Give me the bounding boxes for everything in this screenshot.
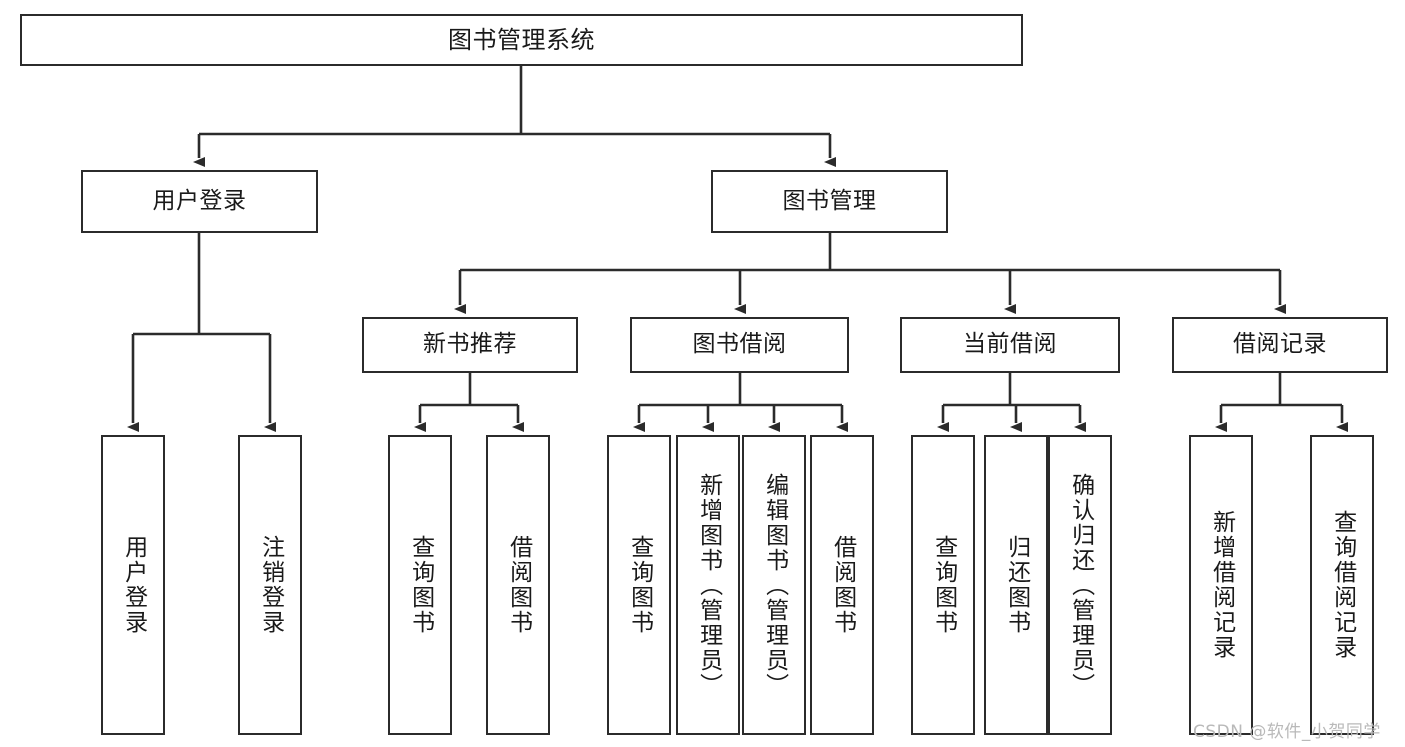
csdn-watermark: CSDN @软件_小贺同学 — [1193, 722, 1381, 742]
leaf-add-book-admin[interactable]: 新增图书（管理员） — [676, 435, 740, 735]
node-label: 新增借阅记录 — [1208, 510, 1235, 660]
leaf-confirm-return-admin[interactable]: 确认归还（管理员） — [1048, 435, 1112, 735]
leaf-edit-book-admin[interactable]: 编辑图书（管理员） — [742, 435, 806, 735]
node-label: 借阅图书 — [829, 535, 856, 635]
node-label: 注销登录 — [257, 535, 284, 635]
node-current-borrow[interactable]: 当前借阅 — [900, 317, 1120, 373]
node-label: 图书管理 — [782, 187, 877, 214]
leaf-borrow-book-rec[interactable]: 借阅图书 — [486, 435, 550, 735]
leaf-query-book-borrow[interactable]: 查询图书 — [607, 435, 671, 735]
node-book-borrow[interactable]: 图书借阅 — [630, 317, 849, 373]
node-label: 图书借阅 — [692, 331, 787, 358]
leaf-borrow-book[interactable]: 借阅图书 — [810, 435, 874, 735]
node-label: 查询图书 — [626, 535, 653, 635]
leaf-user-login[interactable]: 用户登录 — [101, 435, 165, 735]
node-label: 查询图书 — [930, 535, 957, 635]
node-user-login[interactable]: 用户登录 — [81, 170, 318, 233]
leaf-add-borrow-record[interactable]: 新增借阅记录 — [1189, 435, 1253, 735]
node-label: 借阅图书 — [505, 535, 532, 635]
node-label: 图书管理系统 — [448, 25, 595, 54]
node-label: 用户登录 — [120, 535, 147, 635]
leaf-query-book-current[interactable]: 查询图书 — [911, 435, 975, 735]
node-label: 当前借阅 — [963, 331, 1057, 358]
node-label: 查询图书 — [407, 535, 434, 635]
leaf-query-borrow-record[interactable]: 查询借阅记录 — [1310, 435, 1374, 735]
node-label: 借阅记录 — [1233, 331, 1327, 358]
node-label: 归还图书 — [1003, 535, 1030, 635]
node-book-management[interactable]: 图书管理 — [711, 170, 948, 233]
node-new-book-recommend[interactable]: 新书推荐 — [362, 317, 578, 373]
leaf-logout-login[interactable]: 注销登录 — [238, 435, 302, 735]
node-borrow-record[interactable]: 借阅记录 — [1172, 317, 1388, 373]
node-label: 编辑图书（管理员） — [761, 472, 788, 698]
leaf-query-book-rec[interactable]: 查询图书 — [388, 435, 452, 735]
node-label: 查询借阅记录 — [1329, 510, 1356, 660]
node-label: 新增图书（管理员） — [695, 472, 722, 698]
node-label: 新书推荐 — [423, 331, 517, 358]
node-label: 用户登录 — [152, 187, 247, 214]
node-root-system[interactable]: 图书管理系统 — [20, 14, 1023, 66]
node-label: 确认归还（管理员） — [1067, 472, 1094, 698]
leaf-return-book[interactable]: 归还图书 — [984, 435, 1048, 735]
